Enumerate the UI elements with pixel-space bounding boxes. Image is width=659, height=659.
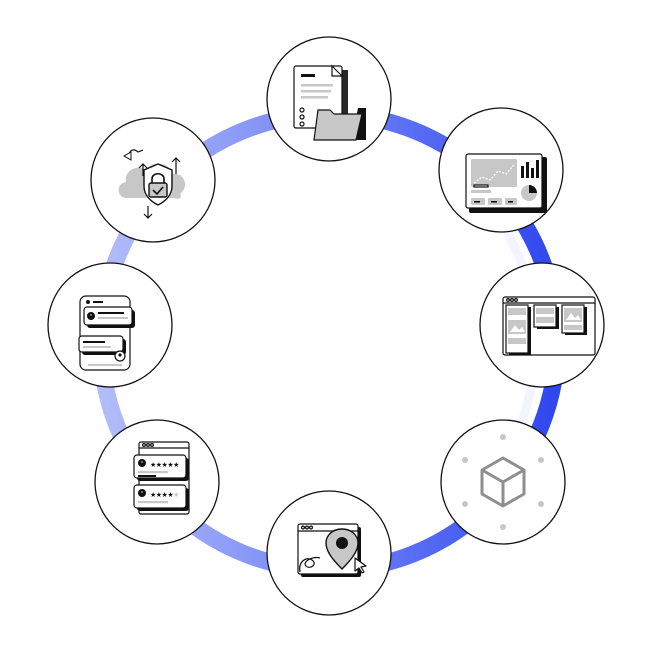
cube-icon (462, 434, 544, 530)
cube-node[interactable] (440, 419, 566, 545)
document-folder-icon (293, 64, 366, 141)
cloud-security-node[interactable] (90, 117, 216, 243)
chat-messaging-node[interactable] (47, 262, 173, 388)
documents-folder-node[interactable] (266, 36, 392, 162)
cloud-lock-shield-icon (118, 149, 186, 219)
chat-phone-icon (78, 295, 135, 371)
kanban-board-icon (502, 296, 596, 356)
dashboard-chart-icon (465, 153, 547, 213)
star-review-icon: ★★★★★ ★★★★★ (133, 441, 190, 515)
ratings-reviews-node[interactable]: ★★★★★ ★★★★★ (94, 419, 220, 545)
map-pin-cursor-icon (297, 523, 367, 577)
kanban-board-node[interactable] (479, 262, 605, 388)
map-location-node[interactable] (266, 490, 392, 616)
analytics-dashboard-node[interactable] (438, 107, 564, 233)
svg-text:★★★★★: ★★★★★ (150, 461, 179, 469)
svg-text:★★★★★: ★★★★★ (150, 491, 179, 499)
